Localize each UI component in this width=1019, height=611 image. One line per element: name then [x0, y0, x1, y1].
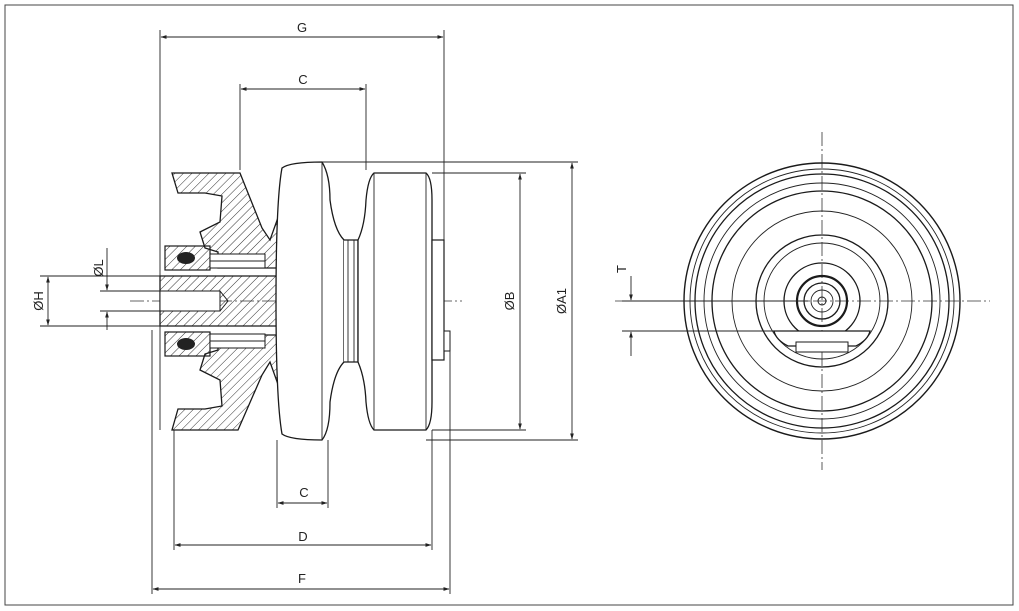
dim-label-l: ØL	[91, 259, 106, 276]
drawing-frame	[4, 4, 1014, 606]
shaft-bore	[159, 290, 221, 312]
grease-nipple	[817, 296, 827, 306]
dim-label-f: F	[298, 571, 306, 586]
dim-label-a1: ØA1	[554, 288, 569, 314]
side-section-view: G C C D F ØL ØH ØB ØA1	[31, 20, 578, 594]
front-view: T	[614, 132, 990, 470]
bore-tip	[219, 290, 229, 312]
dim-label-c-top: C	[298, 72, 307, 87]
roller-first-flange	[275, 161, 345, 441]
flange-section-upper	[171, 172, 283, 269]
end-cap	[431, 239, 445, 361]
oring-upper	[177, 252, 195, 264]
flange-section-lower	[171, 334, 283, 431]
dim-label-h: ØH	[31, 291, 46, 311]
dim-label-b: ØB	[502, 292, 517, 311]
roller-middle-groove	[344, 239, 359, 363]
oring-lower	[177, 338, 195, 350]
dim-label-c-bottom: C	[299, 485, 308, 500]
roller-second-flange	[357, 172, 433, 431]
dim-label-t: T	[614, 265, 629, 273]
end-plug	[443, 330, 451, 352]
dim-label-g: G	[297, 20, 307, 35]
retainer-slot	[795, 341, 849, 353]
dim-label-d: D	[298, 529, 307, 544]
